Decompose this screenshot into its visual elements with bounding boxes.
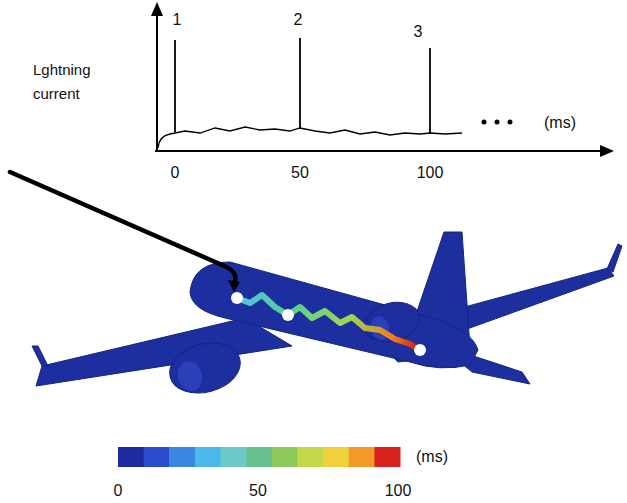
current-trace — [158, 127, 462, 148]
colorbar-block — [297, 447, 323, 467]
callout-number: 3 — [414, 22, 423, 41]
tick-label: 100 — [417, 163, 444, 182]
colorbar-tick: 0 — [114, 481, 123, 500]
chart-axes — [155, 12, 602, 152]
attachment-point — [231, 292, 426, 356]
colorbar-block — [272, 447, 298, 467]
colorbar-block — [118, 447, 144, 467]
colorbar-block — [144, 447, 170, 467]
continuation-dots — [482, 120, 513, 125]
time-colorbar — [118, 447, 401, 467]
axis-title: Lghtning current — [33, 58, 103, 106]
colorbar-tick: 100 — [385, 481, 412, 500]
colorbar-block — [169, 447, 195, 467]
current-spike — [175, 38, 430, 134]
lightning-channel — [10, 172, 236, 284]
tick-label: 0 — [171, 163, 180, 182]
colorbar-block — [221, 447, 247, 467]
colorbar-block — [195, 447, 221, 467]
attachment-sweep — [237, 295, 420, 350]
callout-number: 2 — [294, 10, 303, 29]
engine-intake — [175, 358, 206, 393]
colorbar-unit: (ms) — [416, 447, 448, 466]
axis-arrowhead — [151, 2, 163, 16]
airplane — [32, 232, 622, 400]
colorbar-tick: 50 — [249, 481, 267, 500]
colorbar-block — [246, 447, 272, 467]
axis-unit: (ms) — [544, 113, 576, 132]
axis-arrowhead — [600, 145, 614, 157]
callout-number: 1 — [173, 10, 182, 29]
lightning-arrowhead — [228, 280, 240, 292]
colorbar-block — [349, 447, 375, 467]
tick-label: 50 — [291, 163, 309, 182]
colorbar-block — [374, 447, 400, 467]
colorbar-block — [323, 447, 349, 467]
